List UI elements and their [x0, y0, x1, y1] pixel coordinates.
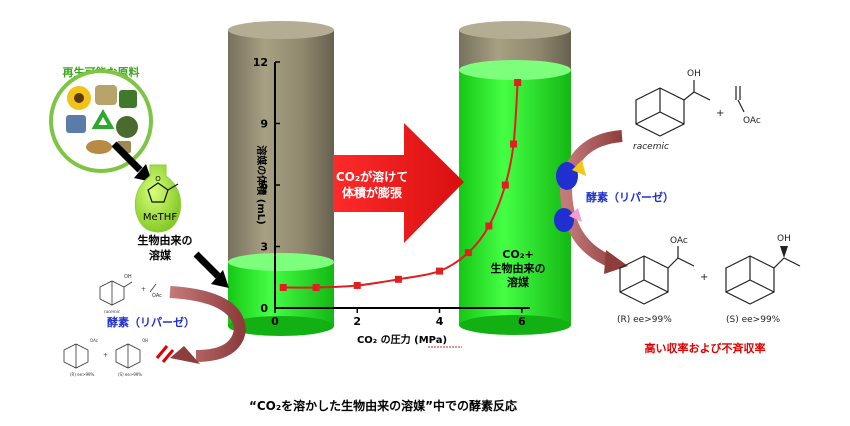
plus-1: + — [716, 108, 724, 119]
sunflower-image — [67, 86, 91, 110]
y-tick-label: 0 — [260, 302, 268, 315]
left-solvent-line1: 生物由来の — [138, 233, 193, 247]
left-enzyme-label: 酵素（リパーゼ） — [107, 315, 195, 329]
x-tick-label: 2 — [353, 315, 361, 328]
volume-pressure-chart: 0 2 4 6 0 3 6 9 12 CO₂ の圧力 (MPa) 溶媒の体積 (mL) — [253, 56, 530, 348]
data-point — [464, 249, 472, 257]
methf-oxygen: O — [155, 175, 161, 183]
racemic-label: racemic — [633, 142, 669, 152]
right-curved-arrow — [559, 130, 628, 274]
seeds-image — [86, 140, 112, 154]
mini-s-oh: OH — [142, 338, 148, 343]
mini-oh: OH — [124, 274, 132, 280]
data-point — [312, 284, 320, 291]
caption: “CO₂を溶かした生物由来の溶媒”中での酵素反応 — [249, 398, 517, 413]
s-wedge-bond — [780, 246, 788, 258]
x-tick-label: 0 — [271, 315, 279, 328]
leaves-image — [119, 90, 137, 108]
recycle-icon — [91, 108, 115, 129]
mini-r-ee: (R) ee>99% — [70, 372, 95, 377]
mini-racemic: racemic — [104, 309, 121, 314]
y-tick-label: 9 — [260, 118, 268, 131]
left-curved-arrow — [169, 286, 247, 364]
moss-image — [116, 116, 138, 138]
r-acetate-product — [619, 246, 695, 305]
s-ee-label: (S) ee>99% — [726, 315, 781, 325]
data-point — [514, 79, 522, 86]
biomass-group: 再生可能な原料 — [49, 65, 153, 173]
right-enzyme-label: 酵素（リパーゼ） — [586, 190, 674, 204]
methf-structure — [147, 182, 179, 203]
arrow-text-line1: CO₂が溶けて — [336, 169, 408, 184]
mini-r-oac: OAc — [90, 338, 98, 343]
data-point — [510, 140, 518, 148]
data-point — [485, 222, 493, 230]
mini-s-ee: (S) ee>99% — [118, 372, 142, 377]
left-reaction-scheme: OH + OAc racemic OAc + OH (R) ee>99% (S)… — [63, 274, 175, 377]
mini-oac: OAc — [152, 293, 162, 299]
data-point — [436, 267, 444, 275]
x-axis-label: CO₂ の圧力 (MPa) — [357, 333, 447, 346]
y-tick-label: 12 — [253, 56, 268, 69]
y-axis-label: 溶媒の体積 (mL) — [255, 145, 268, 224]
data-point — [279, 284, 287, 291]
right-solvent-line2: 生物由来の — [491, 261, 546, 275]
plant-image — [66, 115, 86, 133]
data-point — [394, 275, 402, 283]
left-solvent-line2: 溶媒 — [149, 248, 172, 262]
left-cylinder — [228, 21, 334, 336]
s-product-oh: OH — [777, 234, 791, 244]
racemic-oh: OH — [687, 69, 701, 79]
r-product-oac: OAc — [670, 236, 688, 246]
racemic-adamantyl-ethanol — [635, 80, 711, 137]
failure-slash-2 — [161, 349, 175, 363]
x-tick-label: 6 — [518, 315, 526, 328]
data-point — [353, 281, 361, 289]
data-point — [501, 181, 509, 189]
expansion-arrow: CO₂が溶けて 体積が膨張 — [333, 123, 464, 243]
grain-image — [95, 85, 117, 105]
fit-curve — [283, 82, 519, 289]
solvent-to-cylinder-arrow — [193, 251, 229, 288]
methf-flask: O MeTHF — [134, 164, 182, 233]
x-tick-label: 4 — [436, 315, 444, 328]
right-solvent-line3: 溶媒 — [507, 275, 530, 289]
s-alcohol-product — [725, 255, 801, 305]
arrow-text-line2: 体積が膨張 — [342, 185, 403, 200]
y-tick-label: 3 — [260, 241, 268, 254]
r-ee-label: (R) ee>99% — [617, 315, 672, 325]
mini-r-product — [63, 343, 89, 369]
right-cylinder — [459, 21, 571, 335]
mini-racemic-structure — [99, 280, 157, 306]
mini-plus-2: + — [103, 352, 108, 359]
mini-plus: + — [141, 286, 146, 293]
failure-slash-1 — [155, 345, 169, 359]
methf-label: MeTHF — [143, 212, 177, 223]
y-tick-label: 6 — [260, 179, 268, 192]
result-label: 高い収率および不斉収率 — [645, 341, 766, 355]
vinyl-acetate — [735, 86, 745, 113]
right-solvent-line1: CO₂+ — [502, 248, 533, 261]
plus-2: + — [700, 272, 708, 283]
lipase-enzyme-icon — [554, 160, 586, 232]
vinyl-acetate-oac: OAc — [743, 116, 761, 126]
mini-s-product — [115, 343, 141, 369]
